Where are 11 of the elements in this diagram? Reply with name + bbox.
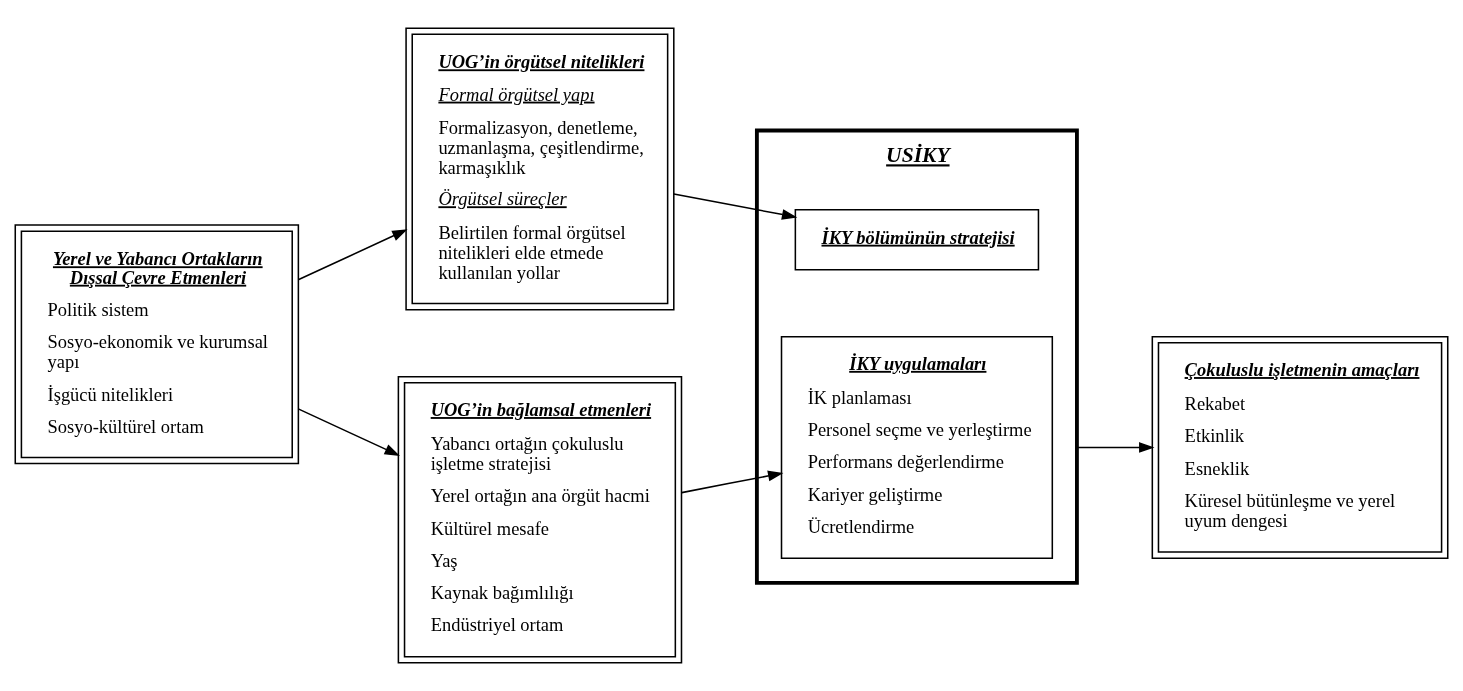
node-box: UOG’in bağlamsal etmenleri Yabancı ortağın çokuluslu işletme stratejisi Yerel ortağın ana örgüt hacmi Kültürel mesafe Yaş Kaynak bağımlılığı Endüstriyel ortam xyxy=(397,375,683,664)
arrow xyxy=(298,229,408,281)
arrow xyxy=(673,193,798,220)
node-box: UOG’in örgütsel nitelikleri Formal örgütsel yapı Formalizasyon, denetleme, uzmanlaşma, çeşitlendirme, karmaşıklık Örgütsel süreçler Belirtilen formal örgütsel nitelikleri elde etmede kullanılan yollar xyxy=(405,27,675,311)
node-box: Çokuluslu işletmenin amaçları Rekabet Etkinlik Esneklik Küresel bütünleşme ve yerel uyum dengesi xyxy=(1151,335,1449,559)
node-box: İKY bölümünün stratejisi xyxy=(794,208,1040,271)
arrow xyxy=(298,408,401,456)
arrow xyxy=(1076,442,1155,453)
node-box: Yerel ve Yabancı Ortakların Dışsal Çevre Etmenleri Politik sistem Sosyo-ekonomik ve kurumsal yapı İşgücü nitelikleri Sosyo-kültürel ortam xyxy=(14,224,300,465)
arrow xyxy=(681,470,784,494)
node-box: İKY uygulamaları İK planlaması Personel seçme ve yerleştirme Performans değerlendirme Kariyer geliştirme Ücretlendirme xyxy=(780,335,1054,559)
